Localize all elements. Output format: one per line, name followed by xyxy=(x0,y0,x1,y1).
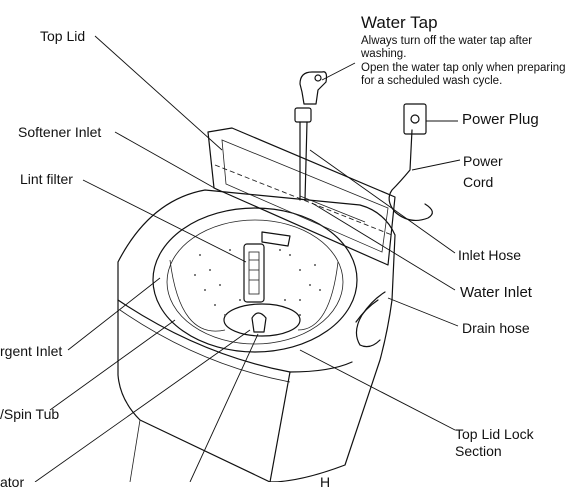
power-plug xyxy=(404,104,426,134)
label-top-lid: Top Lid xyxy=(40,28,85,44)
label-power-cord-line2: Cord xyxy=(463,174,493,190)
water-tap-note-2: Open the water tap only when preparing f… xyxy=(361,62,571,88)
label-inlet-hose: Inlet Hose xyxy=(458,247,521,263)
label-lid-lock-line2: Section xyxy=(455,443,502,459)
label-power-cord-line1: Power xyxy=(463,153,503,169)
top-lid xyxy=(208,128,395,265)
label-water-inlet: Water Inlet xyxy=(460,285,532,301)
leader-lines xyxy=(35,36,460,482)
water-tap xyxy=(295,72,327,122)
label-detergent-inlet: rgent Inlet xyxy=(0,343,62,359)
water-tap-note-1: Always turn off the water tap after wash… xyxy=(361,35,571,61)
power-cord xyxy=(389,130,432,220)
label-drain-hose: Drain hose xyxy=(462,320,530,336)
label-water-tap: Water Tap xyxy=(361,13,438,33)
label-softener-inlet: Softener Inlet xyxy=(18,124,101,140)
drain-hose xyxy=(356,292,385,347)
inlet-hose xyxy=(300,122,307,200)
label-power-plug: Power Plug xyxy=(462,112,539,128)
label-bottom-right: H xyxy=(320,474,330,490)
label-spin-tub: /Spin Tub xyxy=(0,406,59,422)
label-lid-lock-line1: Top Lid Lock xyxy=(455,426,534,442)
label-bottom-left: ator xyxy=(0,474,24,490)
label-lint-filter: Lint filter xyxy=(20,171,73,187)
drum-perforations xyxy=(194,249,321,316)
lint-filter xyxy=(244,244,264,302)
